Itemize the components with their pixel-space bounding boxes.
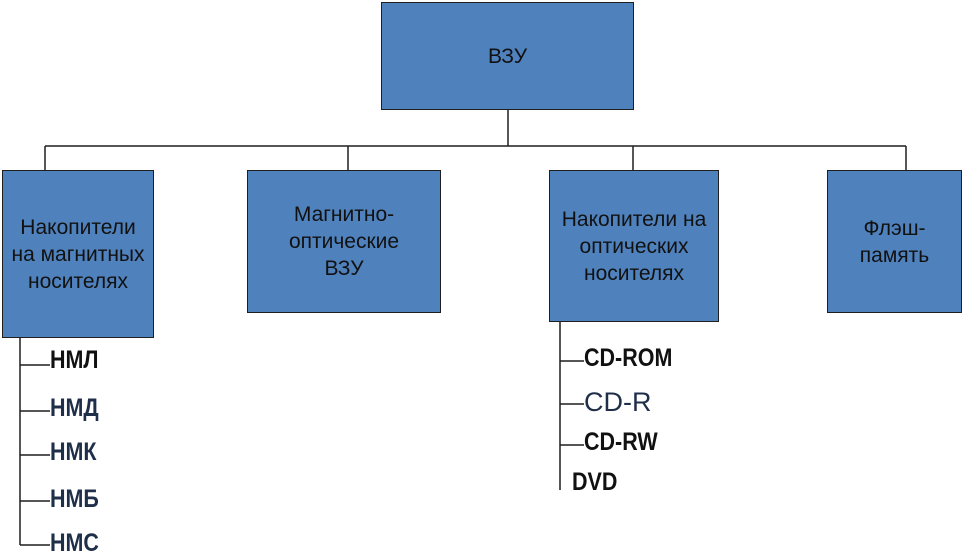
category-box-magnetic: Накопители на магнитных носителях [2, 170, 154, 338]
optical-item: CD-RW [584, 428, 658, 456]
optical-item: CD-R [584, 387, 652, 417]
category-label-optical: Накопители на оптических носителях [561, 207, 707, 285]
category-label-magneto-optical: Магнитно-оптические ВЗУ [288, 203, 400, 280]
category-box-optical: Накопители на оптических носителях [549, 170, 719, 322]
category-box-magneto-optical: Магнитно-оптические ВЗУ [247, 170, 441, 313]
root-box: ВЗУ [381, 2, 634, 110]
magnetic-item: НМД [50, 394, 99, 422]
magnetic-item: НМС [50, 529, 99, 557]
root-label: ВЗУ [487, 44, 528, 68]
magnetic-item: НМЛ [50, 346, 99, 374]
category-label-magnetic: Накопители на магнитных носителях [11, 215, 145, 293]
magnetic-item: НМК [50, 438, 97, 466]
category-label-flash: Флэш-память [859, 216, 930, 267]
optical-item: DVD [572, 468, 618, 490]
optical-item: CD-ROM [584, 344, 673, 372]
optical-item-clip: DVD [572, 466, 692, 490]
magnetic-item: НМБ [50, 485, 99, 513]
category-box-flash: Флэш-память [827, 170, 962, 313]
